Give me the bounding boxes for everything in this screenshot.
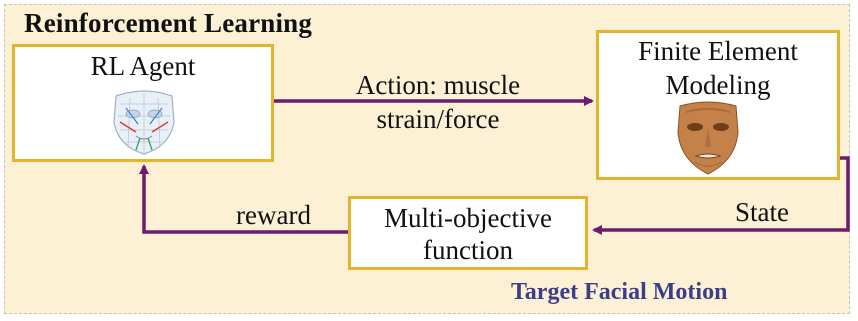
state-label: State (735, 197, 789, 227)
action-label: Action: muscle strain/force (280, 70, 596, 135)
objective-label-line2: function (423, 235, 513, 265)
reward-arrow (139, 164, 348, 234)
action-label-line1: Action: muscle (355, 70, 521, 100)
target-facial-motion-label: Target Facial Motion (511, 279, 728, 305)
fem-label-line2: Modeling (665, 70, 771, 100)
reward-label: reward (236, 200, 311, 230)
objective-label-line1: Multi-objective (384, 203, 552, 233)
face-mesh-icon (113, 90, 175, 155)
fem-label-line1: Finite Element (638, 36, 798, 66)
rl-agent-label: RL Agent (90, 51, 196, 81)
face-model-icon (677, 101, 739, 175)
multi-objective-function-box: Multi-objective function (348, 196, 588, 270)
diagram-title: Reinforcement Learning (24, 8, 313, 38)
action-label-line2: strain/force (376, 104, 500, 134)
state-arrow (592, 156, 850, 235)
